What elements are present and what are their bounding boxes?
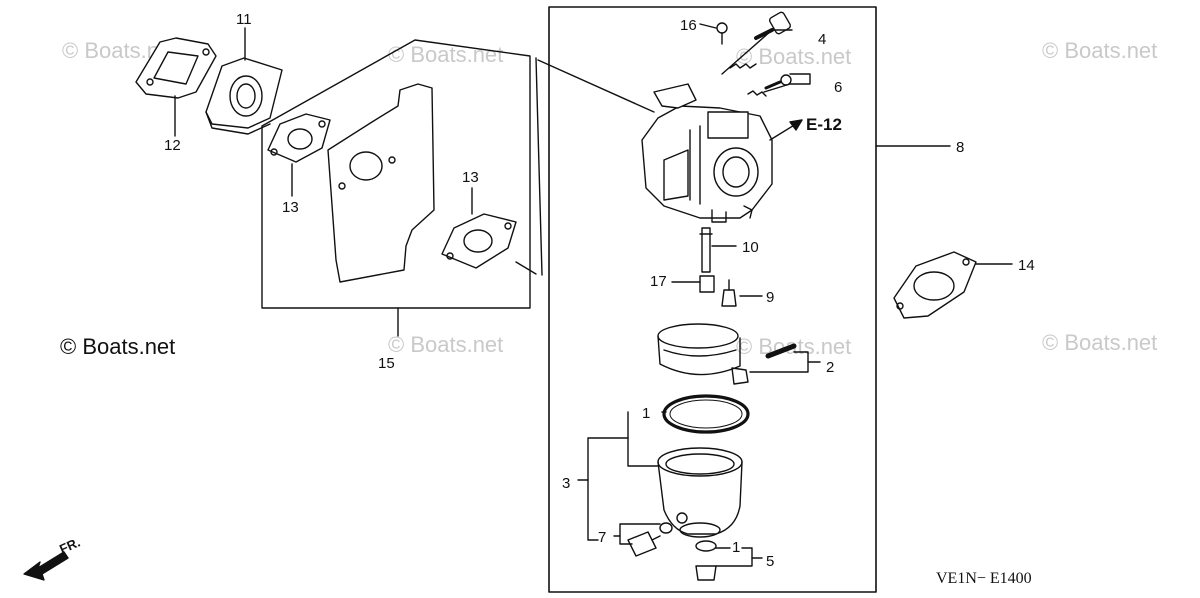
o-ring	[662, 394, 750, 434]
callout-4: 4	[818, 31, 826, 48]
gasket-12	[135, 37, 217, 99]
heat-plate	[327, 83, 435, 283]
watermark-mid-far-right: © Boats.net	[1042, 330, 1158, 355]
watermark-mid-center: © Boats.net	[388, 332, 504, 357]
callout-8: 8	[956, 139, 964, 156]
callout-1-upper: 1	[642, 405, 650, 422]
main-jet-17	[699, 275, 715, 293]
front-direction-arrow	[23, 551, 69, 581]
screw-16	[716, 22, 728, 45]
callout-17: 17	[650, 273, 667, 290]
callout-3: 3	[562, 475, 570, 492]
callout-1-lower: 1	[732, 539, 740, 556]
drain-screw-5	[695, 540, 717, 581]
insulator-11	[205, 57, 283, 135]
callout-9: 9	[766, 289, 774, 306]
pilot-screw-set-4	[729, 11, 792, 69]
float-bowl	[657, 447, 743, 538]
callout-14: 14	[1018, 257, 1035, 274]
watermark-top-right: © Boats.net	[1042, 38, 1158, 63]
float-valve-cover	[657, 323, 749, 385]
callout-5: 5	[766, 553, 774, 570]
direction-label: FR.	[57, 535, 82, 557]
gasket-13-right	[441, 213, 517, 269]
copyright-label: © Boats.net	[60, 334, 176, 359]
callout-13-right: 13	[462, 169, 479, 186]
float-pin	[765, 343, 797, 359]
watermark-top-center: © Boats.net	[388, 42, 504, 67]
callout-15: 15	[378, 355, 395, 372]
kit-frame	[261, 39, 531, 309]
reference-arrow	[769, 119, 803, 141]
reference-label: E-12	[806, 115, 842, 134]
carburetor-body	[641, 83, 773, 223]
callout-16: 16	[680, 17, 697, 34]
callout-10: 10	[742, 239, 759, 256]
diagram-code: VE1N− E1400	[936, 570, 1032, 587]
main-nozzle-10	[699, 227, 713, 273]
gasket-14	[893, 251, 977, 319]
callout-12: 12	[164, 137, 181, 154]
gasket-13-left	[267, 113, 331, 163]
callout-7: 7	[598, 529, 606, 546]
float-valve-9	[721, 279, 737, 307]
callout-6: 6	[834, 79, 842, 96]
callout-11: 11	[236, 11, 252, 28]
callout-2: 2	[826, 359, 834, 376]
drain-bolt-7	[627, 522, 673, 557]
callout-13-left: 13	[282, 199, 299, 216]
assembly-frame	[548, 6, 877, 593]
